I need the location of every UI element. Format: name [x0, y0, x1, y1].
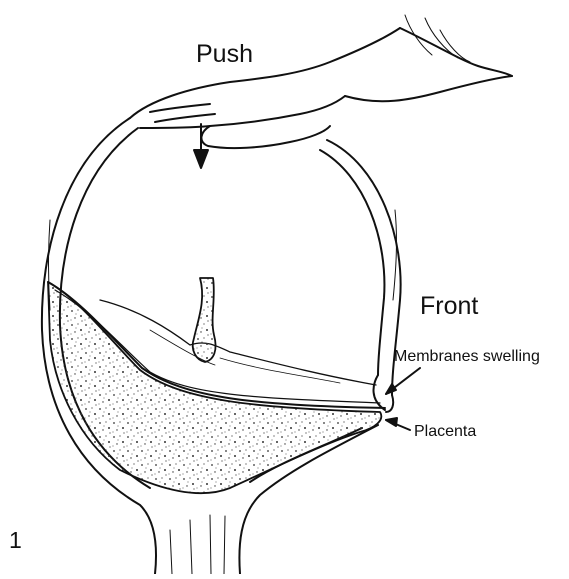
placenta-mass [48, 282, 381, 493]
placenta-leader [386, 418, 410, 430]
front-label: Front [420, 292, 478, 321]
cervix-lines [170, 515, 225, 574]
uterine-wall-right-outer [327, 140, 401, 395]
push-label: Push [196, 40, 253, 69]
umbilical-cord [193, 278, 216, 362]
figure-number: 1 [9, 527, 22, 554]
membranes-bulge [374, 375, 394, 412]
membranes-label: Membranes swelling [394, 348, 540, 366]
uterine-wall-right-inner [320, 150, 384, 375]
placenta-label: Placenta [414, 423, 476, 441]
membranes-leader [386, 368, 420, 394]
hand-icon [130, 15, 512, 148]
